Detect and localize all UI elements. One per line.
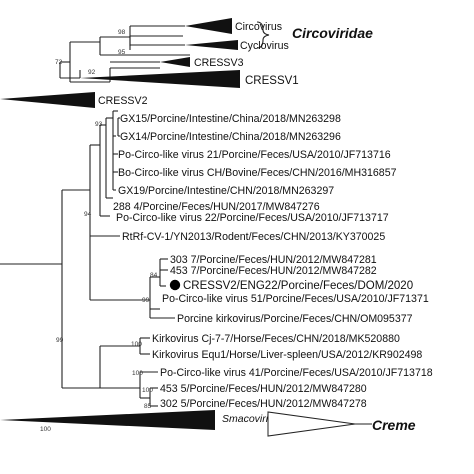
bootstrap-92: 92	[88, 69, 96, 76]
cressv1-label: CRESSV1	[245, 75, 299, 87]
smacoviridae-clade: Smacoviridae Creme 100	[0, 410, 416, 437]
pocirco41-label: Po-Circo-like virus 41/Porcine/Feces/USA…	[160, 367, 433, 379]
cressv3-triangle	[160, 57, 190, 67]
cyclovirus-triangle	[185, 40, 238, 50]
cressv3-label: CRESSV3	[194, 57, 244, 69]
bootstrap-84: 84	[150, 272, 158, 279]
bootstrap-100-b: 100	[132, 370, 143, 377]
cressv1-clade: CRESSV1	[79, 70, 299, 88]
cressv2-eng-label: CRESSV2/ENG22/Porcine/Feces/DOM/2020	[183, 280, 413, 292]
circoviridae-clade: Circovirus Cyclovirus Circoviridae 98 95…	[55, 18, 373, 83]
gx14-label: GX14/Porcine/Intestine/China/2018/MN2632…	[120, 131, 341, 143]
s453a-label: 453 7/Porcine/Feces/HUN/2012/MW847282	[170, 265, 377, 277]
bootstrap-99-a: 99	[56, 337, 64, 344]
bocirco-label: Bo-Circo-like virus CH/Bovine/Feces/CHN/…	[118, 167, 397, 179]
gx15-label: GX15/Porcine/Intestine/China/2018/MN2632…	[120, 113, 341, 125]
bootstrap-93: 93	[95, 121, 103, 128]
circovirus-label: Circovirus	[235, 21, 282, 33]
kirkocj-label: Kirkovirus Cj-7-7/Horse/Feces/CHN/2018/M…	[152, 333, 400, 345]
kirkoequ-label: Kirkovirus Equ1/Horse/Liver-spleen/USA/2…	[152, 349, 422, 361]
bootstrap-99-b: 99	[142, 297, 150, 304]
bootstrap-100-d: 100	[40, 426, 51, 433]
cressv2-triangle	[0, 92, 95, 108]
bootstrap-94: 94	[84, 211, 92, 218]
rtrf-label: RtRf-CV-1/YN2013/Rodent/Feces/CHN/2013/K…	[122, 231, 385, 243]
circovirus-triangle	[185, 18, 232, 34]
bootstrap-98: 98	[118, 29, 126, 36]
main-subtree: 93 94 GX15/Porcine/Intestine/China/2018/…	[0, 110, 433, 410]
pocirco21-label: Po-Circo-like virus 21/Porcine/Feces/USA…	[118, 149, 391, 161]
s302-label: 302 5/Porcine/Feces/HUN/2012/MW847278	[160, 398, 367, 410]
s453b-label: 453 5/Porcine/Feces/HUN/2012/MW847280	[160, 383, 367, 395]
bootstrap-95: 95	[118, 49, 126, 56]
bootstrap-85: 85	[144, 403, 152, 410]
s288-label: 288 4/Porcine/Feces/HUN/2017/MW847276	[113, 201, 320, 213]
creme-triangle	[267, 411, 356, 437]
bootstrap-100-a: 100	[131, 341, 142, 348]
cressv1-triangle	[80, 70, 240, 88]
smacoviridae-triangle	[0, 410, 215, 430]
cressv2-eng-marker	[169, 279, 181, 291]
kirko-label: Porcine kirkovirus/Porcine/Feces/CHN/OM0…	[177, 313, 413, 325]
pocirco22-label: Po-Circo-like virus 22/Porcine/Feces/USA…	[116, 212, 389, 224]
circoviridae-label: Circoviridae	[292, 25, 373, 41]
cressv3-clade: CRESSV3 92	[59, 57, 244, 79]
bootstrap-100-c: 100	[142, 387, 153, 394]
gx19-label: GX19/Porcine/Intestine/CHN/2018/MN263297	[118, 185, 334, 197]
creme-label: Creme	[372, 417, 416, 433]
cressv2-clade: CRESSV2	[0, 92, 148, 108]
bootstrap-72: 72	[55, 59, 63, 66]
pocirco51-label: Po-Circo-like virus 51/Porcine/Feces/USA…	[162, 293, 429, 305]
s303-label: 303 7/Porcine/Feces/HUN/2012/MW847281	[170, 254, 377, 266]
cyclovirus-label: Cyclovirus	[240, 40, 289, 52]
cressv2-label: CRESSV2	[98, 95, 148, 107]
